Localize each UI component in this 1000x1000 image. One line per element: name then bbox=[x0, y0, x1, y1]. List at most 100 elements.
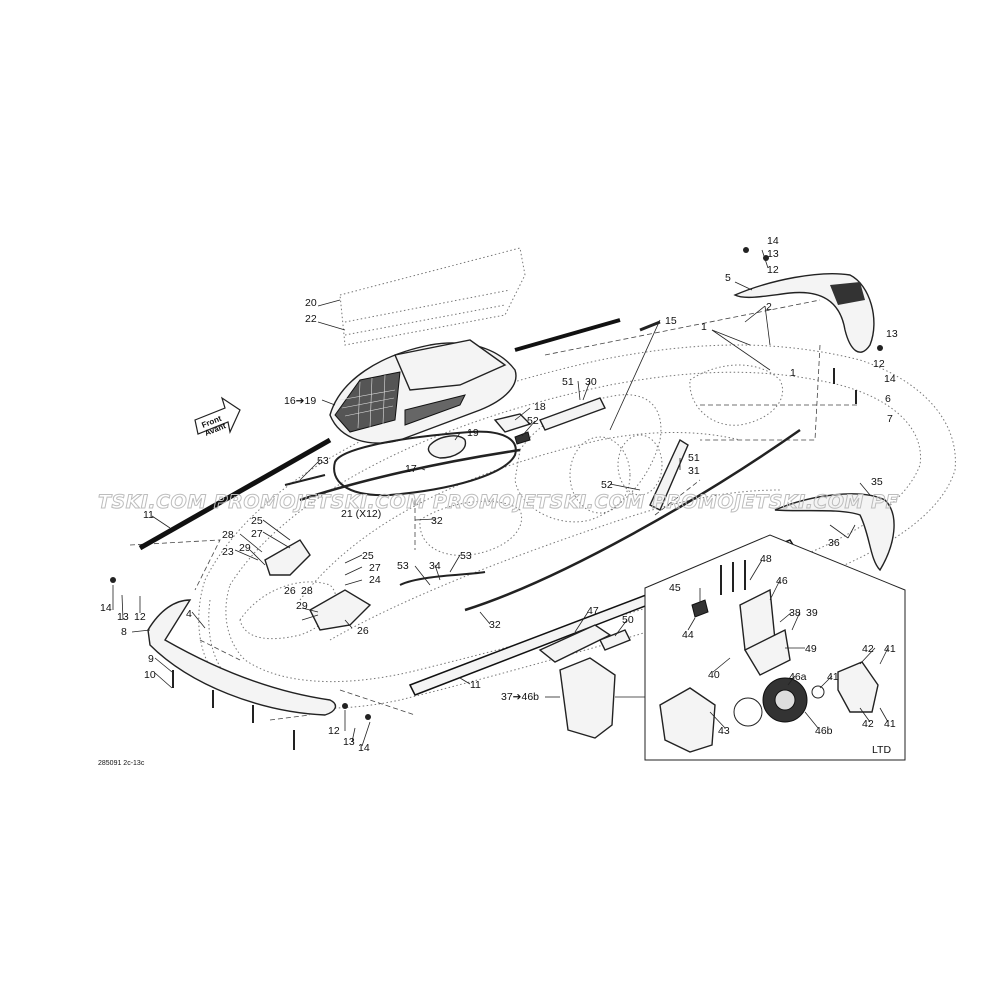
callout-51: 51 bbox=[688, 452, 700, 464]
callout-37-46b: 37➔46b bbox=[501, 691, 539, 703]
callout-14: 14 bbox=[884, 373, 896, 385]
trim-53-left bbox=[284, 474, 326, 486]
callout-34: 34 bbox=[429, 560, 441, 572]
callout-18: 18 bbox=[534, 401, 546, 413]
callout-28: 28 bbox=[301, 585, 313, 597]
watermark: TSKI.COM PROMOJETSKI.COM PROMOJETSKI.COM… bbox=[98, 491, 899, 513]
step-24-29-right bbox=[309, 589, 372, 631]
callout-14: 14 bbox=[358, 742, 370, 754]
callout-25: 25 bbox=[251, 515, 263, 527]
step-23-29-left bbox=[264, 539, 311, 576]
fasteners bbox=[110, 247, 883, 750]
ltd-inset bbox=[644, 534, 906, 761]
callout-45: 45 bbox=[669, 582, 681, 594]
rear-spoiler bbox=[733, 273, 875, 353]
clip-44-45 bbox=[691, 599, 709, 618]
callout-13: 13 bbox=[767, 248, 779, 260]
bin-gasket-frame bbox=[339, 247, 526, 346]
callout-47: 47 bbox=[587, 605, 599, 617]
callout-41: 41 bbox=[884, 643, 896, 655]
trim-32-left bbox=[299, 448, 521, 502]
callout-12: 12 bbox=[767, 264, 779, 276]
callout-20: 20 bbox=[305, 297, 317, 309]
assembly-guides bbox=[129, 299, 860, 721]
bolts-48 bbox=[720, 560, 746, 595]
callout-31: 31 bbox=[688, 465, 700, 477]
callout-28: 28 bbox=[222, 529, 234, 541]
clip-52-top bbox=[514, 431, 531, 445]
rub-rail-11-left bbox=[138, 437, 332, 551]
callout-27: 27 bbox=[369, 562, 381, 574]
storage-bin bbox=[329, 339, 517, 444]
callout-53: 53 bbox=[460, 550, 472, 562]
callout-49: 49 bbox=[805, 643, 817, 655]
seal-19 bbox=[427, 435, 467, 459]
callout-29: 29 bbox=[296, 600, 308, 612]
ring-46b-face bbox=[733, 697, 763, 727]
callout-8: 8 bbox=[121, 626, 127, 638]
callout-46b: 46b bbox=[815, 725, 833, 737]
callout-52: 52 bbox=[527, 415, 539, 427]
inset-tag-ltd: LTD bbox=[872, 744, 891, 756]
callout-24: 24 bbox=[369, 574, 381, 586]
callout-51: 51 bbox=[562, 376, 574, 388]
seal-18 bbox=[493, 413, 532, 433]
side-deflector bbox=[774, 493, 895, 572]
callout-48: 48 bbox=[760, 553, 772, 565]
trim-53-center bbox=[399, 571, 486, 586]
callout-53: 53 bbox=[317, 455, 329, 467]
callout-38: 38 bbox=[789, 607, 801, 619]
gasket-17 bbox=[333, 430, 517, 497]
callout-46: 46 bbox=[776, 575, 788, 587]
callout-50: 50 bbox=[622, 614, 634, 626]
callout-42: 42 bbox=[862, 643, 874, 655]
callout-52: 52 bbox=[601, 479, 613, 491]
callout-4: 4 bbox=[186, 608, 192, 620]
callout-13: 13 bbox=[343, 736, 355, 748]
reverse-assembly bbox=[538, 624, 631, 739]
callout-14: 14 bbox=[767, 235, 779, 247]
molding-15 bbox=[639, 320, 661, 332]
drawing-code: 285091 2c-13c bbox=[98, 760, 145, 767]
callout-43: 43 bbox=[718, 725, 730, 737]
trim-32-right bbox=[464, 428, 801, 612]
callout-30: 30 bbox=[585, 376, 597, 388]
reverse-housing bbox=[659, 687, 716, 753]
callout-6: 6 bbox=[885, 393, 891, 405]
washer-41 bbox=[811, 685, 825, 699]
callout-32: 32 bbox=[431, 515, 443, 527]
callout-11: 11 bbox=[143, 509, 154, 521]
callout-53: 53 bbox=[397, 560, 409, 572]
callout-32: 32 bbox=[489, 619, 501, 631]
callout-9: 9 bbox=[148, 653, 154, 665]
callout-16-19: 16➔19 bbox=[284, 395, 316, 407]
callout-35: 35 bbox=[871, 476, 883, 488]
panel-51-31 bbox=[649, 438, 689, 511]
panel-51-30 bbox=[539, 397, 606, 431]
callout-25: 25 bbox=[362, 550, 374, 562]
callout-11: 11 bbox=[470, 679, 481, 691]
bracket-49 bbox=[744, 628, 791, 676]
callout-12: 12 bbox=[134, 611, 146, 623]
callout-10: 10 bbox=[144, 669, 156, 681]
callout-26: 26 bbox=[357, 625, 369, 637]
callout-40: 40 bbox=[708, 669, 720, 681]
callout-19: 19 bbox=[467, 427, 479, 439]
callout-41: 41 bbox=[884, 718, 896, 730]
callout-36: 36 bbox=[828, 537, 840, 549]
callout-14: 14 bbox=[100, 602, 112, 614]
callout-2: 2 bbox=[766, 301, 772, 313]
callout-labels: 14 13 12 5 2 1 1 15 13 12 14 6 7 20 22 1… bbox=[100, 235, 898, 754]
callout-7: 7 bbox=[887, 413, 893, 425]
callout-29: 29 bbox=[239, 542, 251, 554]
callout-1: 1 bbox=[790, 367, 796, 379]
front-bumper bbox=[147, 599, 337, 716]
callout-15: 15 bbox=[665, 315, 677, 327]
callout-39: 39 bbox=[806, 607, 818, 619]
rub-rail-top bbox=[514, 318, 621, 352]
callout-26: 26 bbox=[284, 585, 296, 597]
callout-46a: 46a bbox=[789, 671, 807, 683]
callout-13: 13 bbox=[886, 328, 898, 340]
callout-42: 42 bbox=[862, 718, 874, 730]
